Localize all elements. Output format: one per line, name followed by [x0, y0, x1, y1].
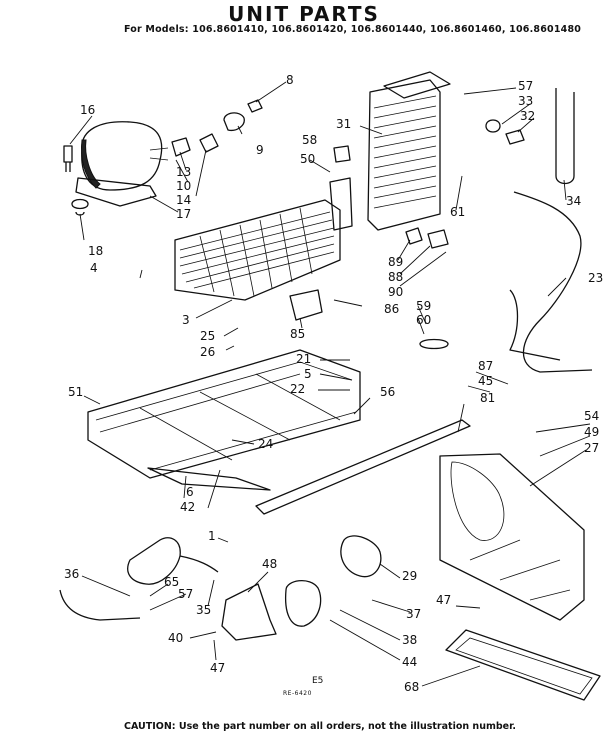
callout-57b: 57 [178, 587, 194, 601]
callout-21: 21 [296, 352, 312, 366]
callout-24: 24 [258, 437, 274, 451]
callout-44: 44 [402, 655, 418, 669]
callout-47b: 47 [210, 661, 226, 675]
diagram-title: UNIT PARTS [228, 2, 380, 26]
callout-50: 50 [300, 152, 316, 166]
callout-16: 16 [80, 103, 96, 117]
callout-17: 17 [176, 207, 192, 221]
callout-88: 88 [388, 270, 404, 284]
callout-45: 45 [478, 374, 494, 388]
callout-48: 48 [262, 557, 278, 571]
callout-14: 14 [176, 193, 192, 207]
fan-shroud-illustration [439, 453, 585, 621]
callout-56: 56 [380, 385, 396, 399]
callout-86: 86 [384, 302, 400, 316]
callout-5: 5 [304, 367, 312, 381]
drawing-code: RE-6420 [283, 690, 312, 697]
callout-90: 90 [388, 285, 404, 299]
callout-6: 6 [186, 485, 194, 499]
callout-85: 85 [290, 327, 306, 341]
callout-10: 10 [176, 179, 192, 193]
callout-58: 58 [302, 133, 318, 147]
callout-1: 1 [208, 529, 216, 543]
compressor-illustration [75, 121, 169, 207]
callout-37: 37 [406, 607, 422, 621]
models-line: For Models: 106.8601410, 106.8601420, 10… [124, 24, 582, 35]
evaporator-illustration [367, 71, 451, 231]
condenser-coil-illustration [174, 199, 341, 301]
callout-23: 23 [588, 271, 604, 285]
callout-40: 40 [168, 631, 184, 645]
callout-60: 60 [416, 313, 432, 327]
callout-68: 68 [404, 680, 420, 694]
callout-36: 36 [64, 567, 80, 581]
callout-31: 31 [336, 117, 352, 131]
callout-22: 22 [290, 382, 306, 396]
callout-25: 25 [200, 329, 216, 343]
callout-59: 59 [416, 299, 432, 313]
callout-29: 29 [402, 569, 418, 583]
callout-49: 49 [584, 425, 600, 439]
callout-3: 3 [182, 313, 190, 327]
callout-9: 9 [256, 143, 264, 157]
base-frame-illustration [87, 349, 361, 479]
callout-13: 13 [176, 165, 192, 179]
callout-8: 8 [286, 73, 294, 87]
callout-34: 34 [566, 194, 582, 208]
reference-code: E5 [312, 676, 324, 686]
callout-65: 65 [164, 575, 180, 589]
callout-35: 35 [196, 603, 212, 617]
caution-note: CAUTION: Use the part number on all orde… [124, 721, 517, 732]
callout-27: 27 [584, 441, 600, 455]
callout-42: 42 [180, 500, 196, 514]
callout-89: 89 [388, 255, 404, 269]
callout-54: 54 [584, 409, 600, 423]
callout-61: 61 [450, 205, 466, 219]
callout-57: 57 [518, 79, 534, 93]
callout-47: 47 [436, 593, 452, 607]
callout-26: 26 [200, 345, 216, 359]
callout-51: 51 [68, 385, 84, 399]
callout-87: 87 [478, 359, 494, 373]
callout-38: 38 [402, 633, 418, 647]
callout-33: 33 [518, 94, 534, 108]
callout-81: 81 [480, 391, 496, 405]
callout-32: 32 [520, 109, 536, 123]
callout-4: 4 [90, 261, 98, 275]
callout-18: 18 [88, 244, 104, 258]
